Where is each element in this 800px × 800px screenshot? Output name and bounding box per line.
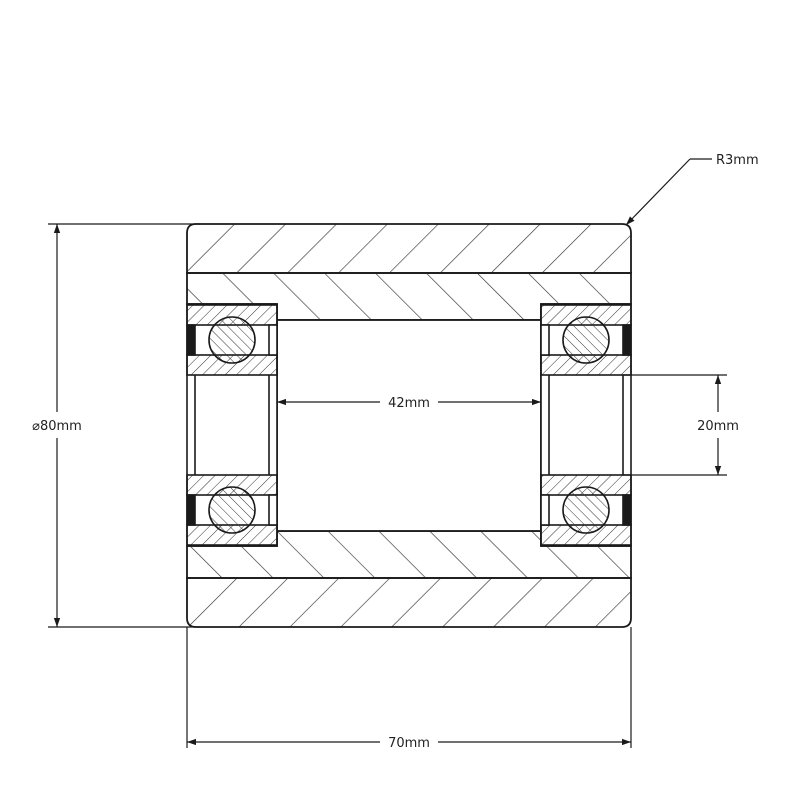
tire-top <box>186 223 632 274</box>
left-ball-top <box>208 316 256 364</box>
total-width-label: 70mm <box>388 736 430 751</box>
left-bearing <box>186 303 278 547</box>
bore <box>276 319 542 532</box>
right-ball-bottom <box>562 486 610 534</box>
wheel-section <box>186 223 632 628</box>
tire-bottom <box>186 577 632 628</box>
right-ball-top <box>562 316 610 364</box>
left-ball-bottom <box>208 486 256 534</box>
right-bearing <box>540 303 632 547</box>
radius-label: R3mm <box>716 153 759 168</box>
dimensions <box>48 158 727 748</box>
bore-width-label: 42mm <box>388 396 430 411</box>
bearing-inner-label: 20mm <box>697 419 739 434</box>
diameter-label: ⌀80mm <box>32 419 82 434</box>
radius-leader <box>625 158 691 226</box>
